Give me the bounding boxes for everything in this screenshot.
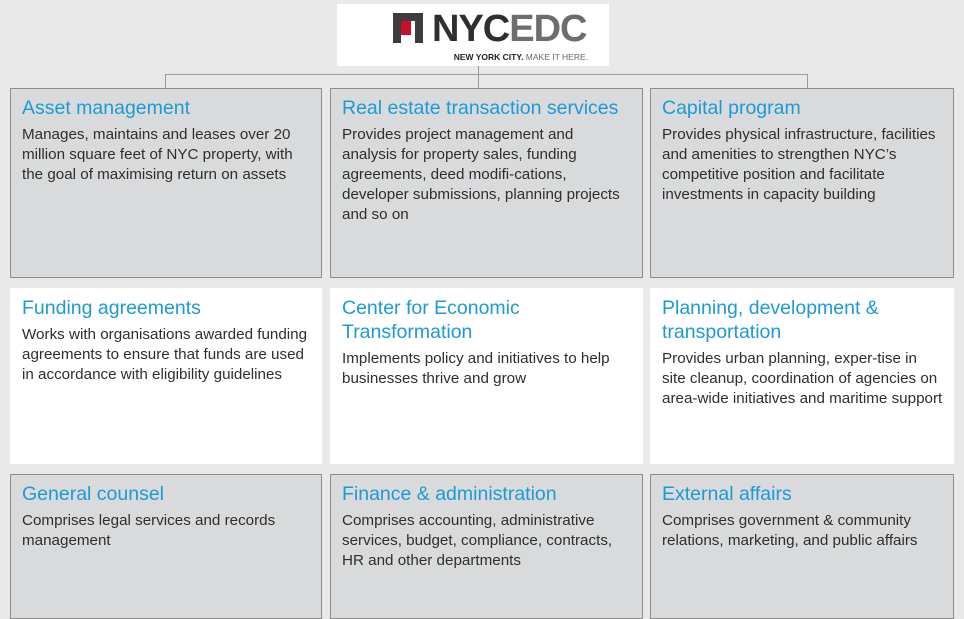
connector-drop-left [165,74,166,88]
card-finance-administration: Finance & administration Comprises accou… [330,474,643,619]
card-center-for-economic-transformation: Center for Economic Transformation Imple… [330,288,643,464]
card-description: Comprises accounting, administrative ser… [342,512,613,569]
card-title: Asset management [22,97,191,119]
card-title: External affairs [662,483,792,505]
card-description: Comprises government & community relatio… [662,512,918,549]
card-description: Provides urban planning, exper-tise in s… [662,350,943,407]
card-description: Manages, maintains and leases over 20 mi… [22,126,293,183]
card-capital-program: Capital program Provides physical infras… [650,88,954,278]
card-funding-agreements: Funding agreements Works with organisati… [10,288,322,464]
card-description: Comprises legal services and records man… [22,512,276,549]
card-description: Provides physical infrastructure, facili… [662,126,936,203]
connector-horizontal [165,74,808,75]
card-title: Funding agreements [22,297,201,319]
card-real-estate-transaction-services: Real estate transaction services Provide… [330,88,643,278]
card-description: Implements policy and initiatives to hel… [342,350,610,387]
card-planning-development-transportation: Planning, development & transportation P… [650,288,954,464]
card-title: Capital program [662,97,801,119]
logo-wordmark: NYCEDC [432,8,587,50]
card-external-affairs: External affairs Comprises government & … [650,474,954,619]
card-description: Works with organisations awarded funding… [22,326,308,383]
logo-tagline: NEW YORK CITY. MAKE IT HERE. [453,52,588,62]
card-title: Real estate transaction services [342,97,619,119]
connector-drop-center [478,74,479,88]
card-title: Finance & administration [342,483,557,505]
connector-trunk [478,66,479,74]
card-asset-management: Asset management Manages, maintains and … [10,88,322,278]
card-description: Provides project management and analysis… [342,126,620,223]
card-title: General counsel [22,483,165,505]
connector-drop-right [807,74,808,88]
card-title: Center for Economic Transformation [342,297,520,343]
card-general-counsel: General counsel Comprises legal services… [10,474,322,619]
nycedc-logo: NYCEDC NEW YORK CITY. MAKE IT HERE. [337,4,609,66]
card-title: Planning, development & transportation [662,297,879,343]
nycedc-mark-icon [393,13,423,43]
